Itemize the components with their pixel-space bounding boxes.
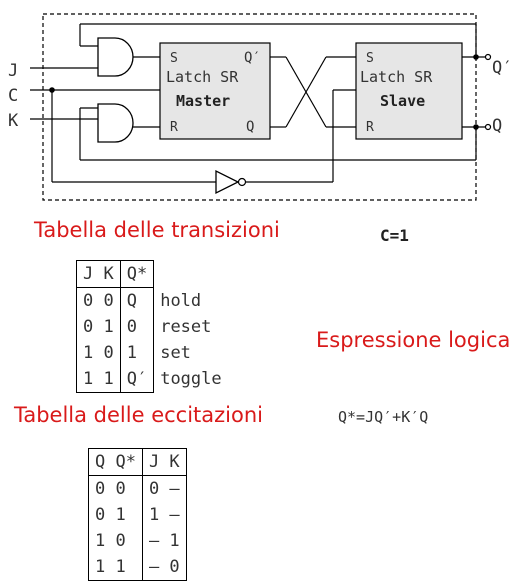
table-row: 0 1 0 reset — [76, 314, 228, 340]
junction-dot — [473, 54, 479, 60]
table-row: 1 1 – 0 — [88, 554, 187, 581]
transitions-title: Tabella delle transizioni — [34, 218, 280, 242]
circuit-boundary — [42, 13, 477, 201]
master-name-label: Master — [176, 92, 230, 110]
logic-formula: Q*=JQ′+K′Q — [338, 408, 429, 426]
junction-dot — [473, 124, 479, 130]
output-qn-label: Q′ — [492, 58, 512, 78]
input-k-label: K — [8, 111, 19, 131]
q-cell: 1 — [120, 340, 155, 366]
slave-r-label: R — [366, 120, 374, 135]
table-row: 0 0 0 – — [88, 475, 187, 502]
master-type-label: Latch SR — [166, 68, 239, 86]
jk-cell: 1 – — [142, 502, 187, 528]
transitions-table: J K Q* 0 0 Q hold 0 1 0 reset 1 0 1 set … — [76, 260, 228, 393]
q-cell: Q′ — [120, 366, 155, 393]
header-empty — [154, 261, 228, 288]
jk-cell: – 0 — [142, 554, 187, 581]
output-terminal-qn — [484, 53, 492, 61]
jk-cell: – 1 — [142, 528, 187, 554]
junction-dot — [49, 87, 55, 93]
inverter-bubble — [237, 177, 247, 187]
table-header-row: J K Q* — [76, 260, 228, 288]
table-row: 1 0 1 set — [76, 340, 228, 366]
output-q-label: Q — [492, 116, 502, 136]
master-r-label: R — [170, 120, 178, 135]
slave-s-label: S — [366, 51, 374, 66]
excitations-title: Tabella delle eccitazioni — [14, 403, 263, 427]
output-terminal-q — [484, 123, 492, 131]
q-cell: Q — [120, 287, 155, 314]
table-header-row: Q Q* J K — [88, 448, 187, 476]
q-cell: 0 — [120, 314, 155, 340]
q-cell: 0 0 — [88, 475, 143, 502]
input-c-label: C — [8, 86, 18, 106]
q-cell: 1 1 — [88, 554, 143, 581]
q-cell: 0 1 — [88, 502, 143, 528]
slave-name-label: Slave — [380, 92, 425, 110]
inverter-gate — [215, 169, 240, 195]
q-cell: 1 0 — [88, 528, 143, 554]
row-label: reset — [160, 317, 212, 337]
row-label: set — [160, 343, 191, 363]
excitations-table: Q Q* J K 0 0 0 – 0 1 1 – 1 0 – 1 1 1 – 0 — [88, 448, 187, 581]
header-jk: J K — [142, 448, 187, 476]
and-gate-bottom — [97, 103, 134, 143]
jk-cell: 0 – — [142, 475, 187, 502]
jk-cell: 0 1 — [76, 314, 121, 340]
header-q-qstar: Q Q* — [88, 448, 143, 476]
header-qstar: Q* — [120, 260, 155, 288]
master-q-label: Q — [246, 119, 254, 135]
jk-cell: 0 0 — [76, 287, 121, 314]
row-label: hold — [160, 290, 202, 311]
header-jk: J K — [76, 260, 121, 288]
and-gate-top — [97, 37, 134, 77]
master-s-label: S — [170, 51, 178, 66]
jk-flip-flop-diagram: S Q′ Latch SR Master R Q S Latch SR Slav… — [8, 13, 512, 201]
table-row: 0 0 Q hold — [76, 287, 228, 314]
slave-latch-box — [355, 42, 463, 140]
slave-type-label: Latch SR — [360, 68, 433, 86]
row-label: toggle — [160, 369, 222, 390]
input-j-label: J — [8, 61, 18, 81]
master-qn-label: Q′ — [244, 50, 261, 66]
table-row: 1 1 Q′ toggle — [76, 366, 228, 393]
table-row: 0 1 1 – — [88, 502, 187, 528]
jk-cell: 1 1 — [76, 366, 121, 393]
master-latch-box — [159, 42, 271, 140]
condition-label: C=1 — [380, 226, 409, 245]
logic-expression-title: Espressione logica — [316, 328, 511, 352]
table-row: 1 0 – 1 — [88, 528, 187, 554]
jk-cell: 1 0 — [76, 340, 121, 366]
